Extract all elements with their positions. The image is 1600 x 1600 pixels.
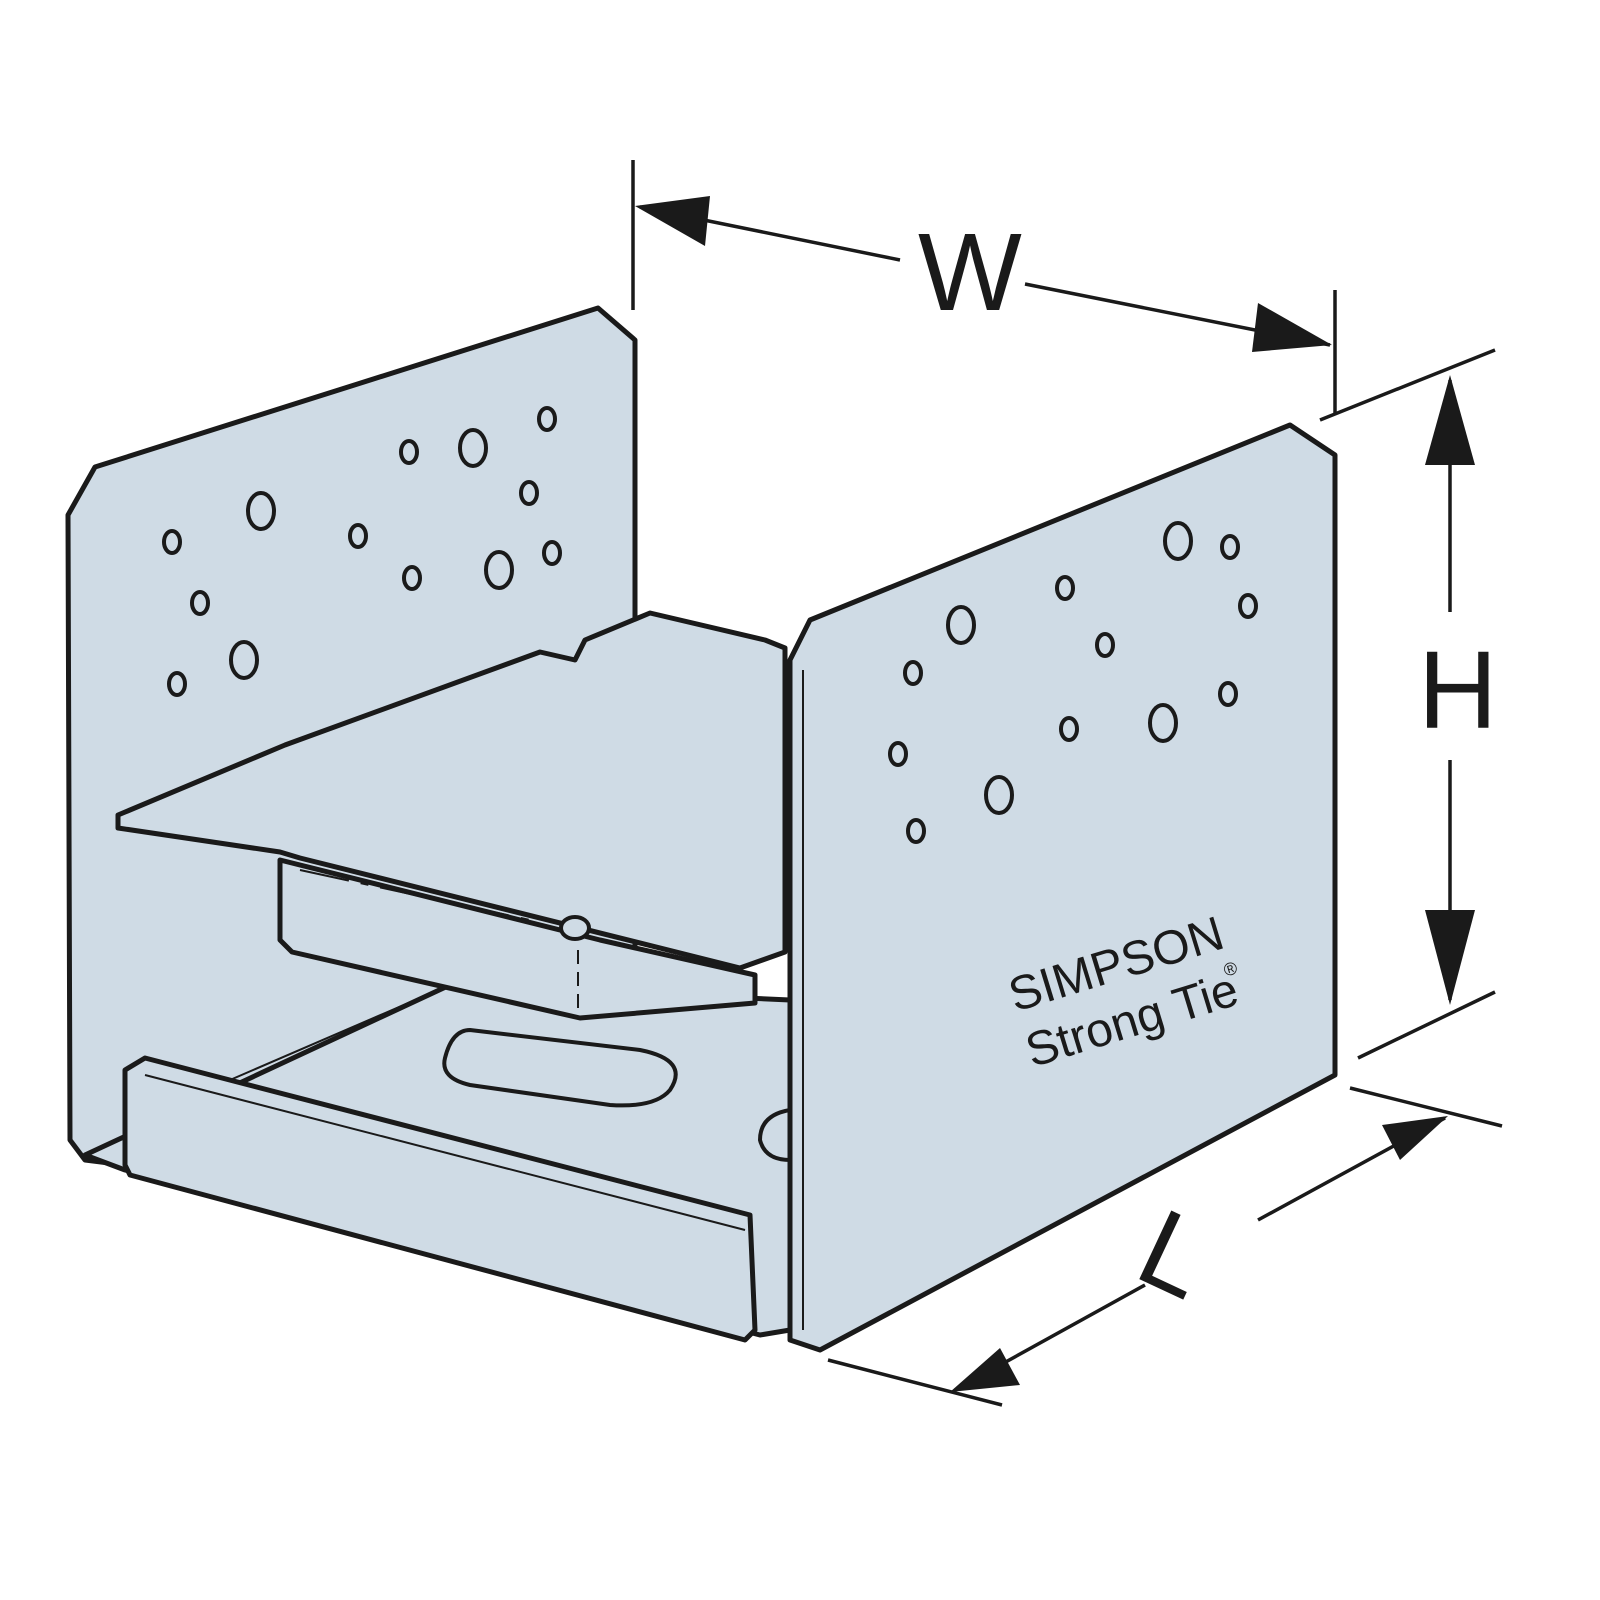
logo-registered: ® (1221, 958, 1240, 981)
right-panel-holes (888, 521, 1258, 844)
seat-plate (115, 610, 788, 971)
height-dimension: H (1319, 348, 1497, 1060)
flange-edge (144, 1074, 746, 1231)
seat-plate-lower (277, 857, 758, 1021)
floor-hole (757, 1107, 792, 1163)
length-label: L (1121, 1186, 1228, 1323)
left-panel-holes (162, 406, 562, 697)
floor-edge-line (229, 984, 451, 1081)
seat-hole (559, 915, 591, 941)
floor-slot (442, 1027, 678, 1108)
front-flange (122, 1055, 758, 1343)
right-side-panel (787, 422, 1338, 1353)
width-dimension: W (631, 160, 1337, 415)
bend-line (299, 869, 531, 921)
width-label: W (918, 211, 1022, 334)
height-label: H (1418, 629, 1497, 752)
